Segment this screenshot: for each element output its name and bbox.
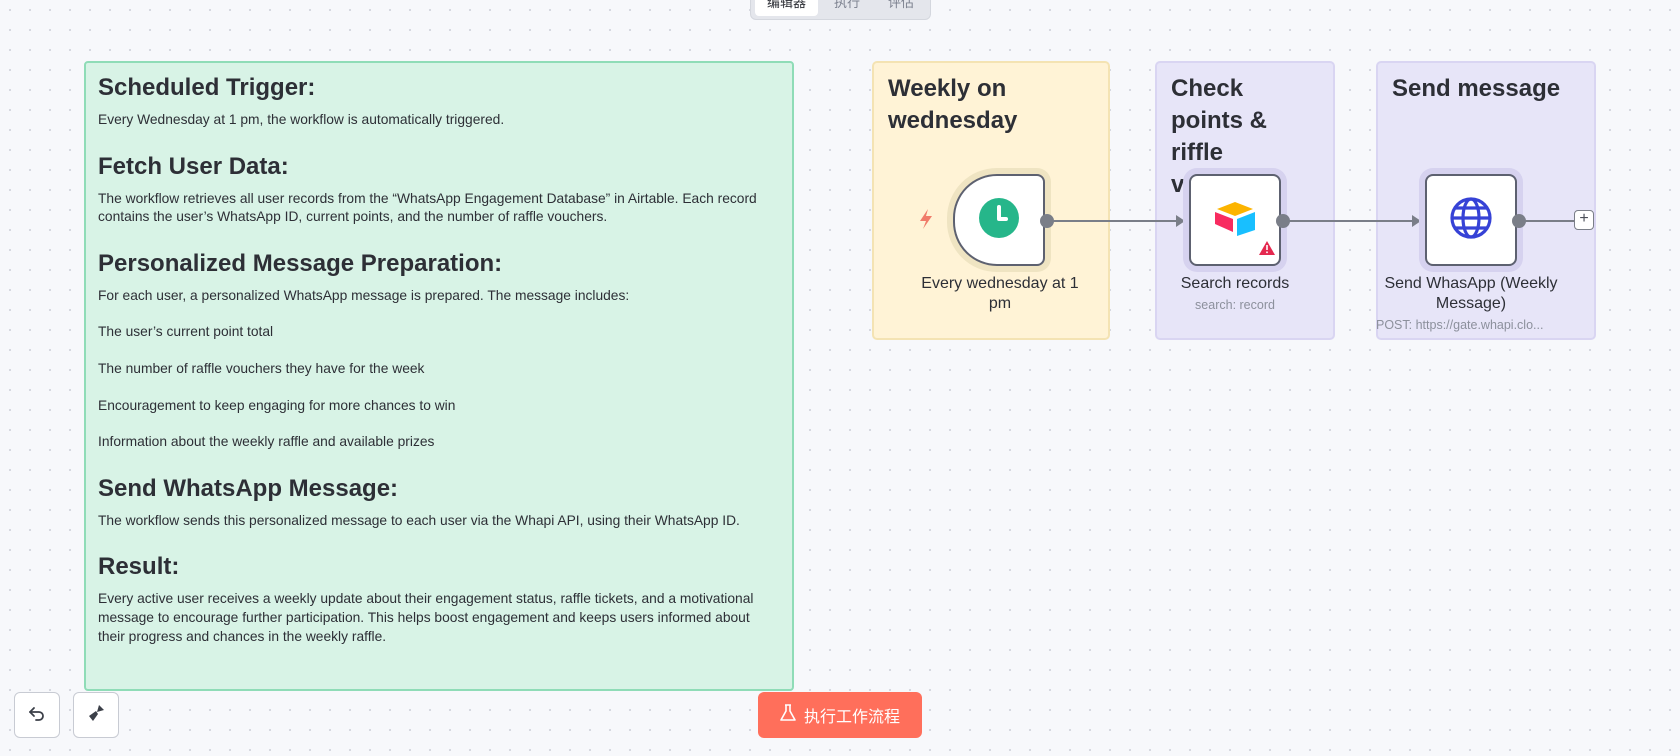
warning-icon bbox=[1259, 241, 1275, 260]
undo-icon bbox=[28, 704, 46, 727]
tab-executions[interactable]: 执行 bbox=[834, 0, 861, 10]
connection-edge[interactable] bbox=[1520, 220, 1574, 222]
node-label: Every wednesday at 1 pm bbox=[921, 275, 1079, 312]
edge-arrow bbox=[1176, 215, 1185, 227]
sticky-title: Send message bbox=[1392, 75, 1561, 102]
node-subtitle: POST: https://gate.whapi.clo... bbox=[1376, 318, 1544, 332]
note-heading: Personalized Message Preparation: bbox=[98, 249, 503, 277]
output-handle[interactable] bbox=[1276, 214, 1290, 228]
undo-button[interactable] bbox=[14, 692, 60, 738]
node-send-whatsapp[interactable] bbox=[1425, 174, 1517, 266]
output-handle[interactable] bbox=[1040, 214, 1054, 228]
note-heading: Result: bbox=[98, 553, 180, 581]
node-label: Send WhasApp (Weekly Message) bbox=[1384, 275, 1558, 312]
note-paragraph: Every active user receives a weekly upda… bbox=[98, 591, 754, 644]
broom-icon bbox=[86, 703, 106, 728]
note-section: Send WhatsApp Message: The workflow send… bbox=[98, 474, 780, 531]
tab-editor[interactable]: 编辑器 bbox=[755, 0, 819, 16]
add-node-button[interactable]: + bbox=[1574, 210, 1594, 230]
execute-label: 执行工作流程 bbox=[803, 709, 900, 726]
note-list-item: Information about the weekly raffle and … bbox=[98, 434, 435, 450]
output-handle[interactable] bbox=[1512, 214, 1526, 228]
note-section: Personalized Message Preparation: For ea… bbox=[98, 249, 780, 452]
edge-arrow bbox=[1412, 215, 1421, 227]
note-section: Fetch User Data: The workflow retrieves … bbox=[98, 152, 780, 227]
view-tabs: 编辑器 执行 评估 bbox=[750, 0, 932, 20]
node-label: Search records bbox=[1180, 275, 1290, 292]
trigger-bolt-icon bbox=[918, 208, 934, 235]
node-schedule-trigger[interactable] bbox=[953, 174, 1045, 266]
airtable-icon bbox=[1213, 200, 1257, 241]
workflow-description-note[interactable]: Scheduled Trigger: Every Wednesday at 1 … bbox=[84, 61, 794, 691]
tab-evaluations[interactable]: 评估 bbox=[888, 0, 915, 10]
note-heading: Send WhatsApp Message: bbox=[98, 474, 399, 502]
clear-canvas-button[interactable] bbox=[73, 692, 119, 738]
flask-icon bbox=[780, 703, 796, 727]
note-paragraph: For each user, a personalized WhatsApp m… bbox=[98, 287, 630, 303]
input-handle[interactable] bbox=[1185, 214, 1191, 228]
note-list-item: The number of raffle vouchers they have … bbox=[98, 360, 425, 376]
note-heading: Scheduled Trigger: bbox=[98, 74, 316, 101]
note-section: Scheduled Trigger: Every Wednesday at 1 … bbox=[98, 73, 780, 130]
note-paragraph: The workflow retrieves all user records … bbox=[98, 190, 757, 225]
note-heading: Fetch User Data: bbox=[98, 152, 289, 180]
execute-workflow-button[interactable]: 执行工作流程 bbox=[758, 692, 922, 738]
globe-icon bbox=[1449, 196, 1493, 245]
clock-icon bbox=[978, 197, 1020, 244]
connection-edge[interactable] bbox=[1283, 220, 1413, 222]
node-search-records[interactable] bbox=[1189, 174, 1281, 266]
sticky-weekly-on-wednesday[interactable]: Weekly on wednesday bbox=[872, 61, 1110, 340]
note-section: Result: Every active user receives a wee… bbox=[98, 552, 780, 646]
note-paragraph: The workflow sends this personalized mes… bbox=[98, 512, 740, 528]
connection-edge[interactable] bbox=[1047, 220, 1177, 222]
note-paragraph: Every Wednesday at 1 pm, the workflow is… bbox=[98, 112, 505, 127]
sticky-title: Weekly on wednesday bbox=[888, 75, 1018, 134]
note-list-item: Encouragement to keep engaging for more … bbox=[98, 397, 456, 413]
note-list-item: The user’s current point total bbox=[98, 324, 274, 340]
input-handle[interactable] bbox=[1421, 214, 1427, 228]
node-subtitle: search: record bbox=[1195, 298, 1275, 312]
